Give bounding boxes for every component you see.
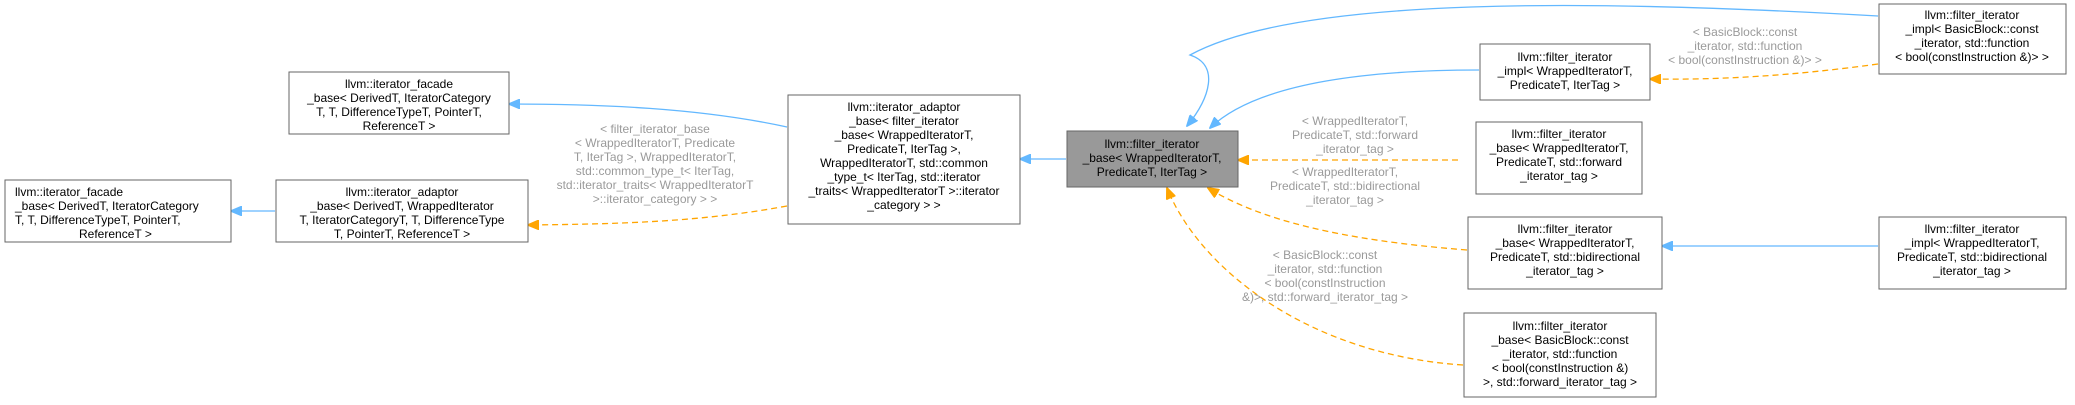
node-iterator-adaptor-base-left[interactable]: llvm::iterator_adaptor _base< DerivedT, … [275, 179, 529, 243]
edge-label-base-fwd-tmpl: < WrappedIteratorT, PredicateT, std::for… [1292, 114, 1418, 156]
svg-text:>::iterator_category > >: >::iterator_category > > [593, 192, 717, 206]
svg-text:T, T, DifferenceTypeT, Pointer: T, T, DifferenceTypeT, PointerT, [15, 213, 181, 227]
node-iterator-adaptor-base-mid[interactable]: llvm::iterator_adaptor _base< filter_ite… [787, 94, 1021, 225]
svg-text:>, std::forward_iterator_tag >: >, std::forward_iterator_tag > [1483, 375, 1637, 389]
svg-text:WrappedIteratorT, std::common: WrappedIteratorT, std::common [820, 156, 988, 170]
svg-text:< WrappedIteratorT,: < WrappedIteratorT, [1292, 165, 1398, 179]
svg-text:_base< WrappedIteratorT,: _base< WrappedIteratorT, [1489, 141, 1629, 155]
svg-text:llvm::iterator_adaptor: llvm::iterator_adaptor [848, 100, 961, 114]
svg-text:llvm::filter_iterator: llvm::filter_iterator [1518, 50, 1613, 64]
svg-text:< bool(constInstruction: < bool(constInstruction [1264, 276, 1385, 290]
svg-text:_iterator_tag >: _iterator_tag > [1932, 264, 2011, 278]
svg-text:_iterator, std::function: _iterator, std::function [1502, 347, 1618, 361]
svg-text:_category > >: _category > > [866, 198, 940, 212]
svg-text:ReferenceT >: ReferenceT > [79, 227, 152, 241]
svg-text:< filter_iterator_base: < filter_iterator_base [600, 122, 710, 136]
svg-text:llvm::filter_iterator: llvm::filter_iterator [1512, 127, 1607, 141]
svg-text:_base< DerivedT, IteratorCateg: _base< DerivedT, IteratorCategory [306, 91, 491, 105]
edge-label-base-bidi-tmpl: < WrappedIteratorT, PredicateT, std::bid… [1270, 165, 1420, 207]
svg-text:_iterator, std::function: _iterator, std::function [1914, 36, 2030, 50]
node-filter-iterator-base-bidirectional[interactable]: llvm::filter_iterator _base< WrappedIter… [1467, 216, 1663, 290]
svg-text:< bool(constInstruction &)> >: < bool(constInstruction &)> > [1668, 53, 1822, 67]
svg-text:PredicateT, IterTag >: PredicateT, IterTag > [1097, 165, 1207, 179]
svg-text:< WrappedIteratorT,: < WrappedIteratorT, [1302, 114, 1408, 128]
edge-impl-bb-to-impl-mid [1650, 63, 1879, 79]
edge-label-adaptor-left-tmpl: < filter_iterator_base < WrappedIterator… [557, 122, 755, 206]
svg-text:_type_t< IterTag, std::iterato: _type_t< IterTag, std::iterator [826, 170, 980, 184]
node-filter-iterator-impl-basicblock[interactable]: llvm::filter_iterator _impl< BasicBlock:… [1878, 3, 2067, 75]
svg-text:_impl< WrappedIteratorT,: _impl< WrappedIteratorT, [1497, 64, 1633, 78]
svg-text:_impl< WrappedIteratorT,: _impl< WrappedIteratorT, [1904, 236, 2040, 250]
edge-label-base-bb-tmpl: < BasicBlock::const _iterator, std::func… [1242, 248, 1408, 304]
node-filter-iterator-base-forward[interactable]: llvm::filter_iterator _base< WrappedIter… [1475, 121, 1643, 195]
svg-text:T, IterTag >, WrappedIteratorT: T, IterTag >, WrappedIteratorT, [574, 150, 736, 164]
svg-text:T, PointerT, ReferenceT >: T, PointerT, ReferenceT > [334, 227, 470, 241]
svg-text:&)>, std::forward_iterator_tag: &)>, std::forward_iterator_tag > [1242, 290, 1408, 304]
svg-text:_iterator, std::function: _iterator, std::function [1687, 39, 1803, 53]
svg-text:< WrappedIteratorT, Predicate: < WrappedIteratorT, Predicate [575, 136, 736, 150]
svg-text:_base< DerivedT, WrappedIterat: _base< DerivedT, WrappedIterator [309, 199, 494, 213]
svg-text:_base< WrappedIteratorT,: _base< WrappedIteratorT, [834, 128, 974, 142]
svg-text:_base< BasicBlock::const: _base< BasicBlock::const [1490, 333, 1629, 347]
edge-impl-mid-to-focus [1210, 69, 1480, 128]
svg-text:_iterator, std::function: _iterator, std::function [1267, 262, 1383, 276]
svg-text:llvm::iterator_facade: llvm::iterator_facade [15, 185, 123, 199]
node-filter-iterator-base-focus[interactable]: llvm::filter_iterator _base< WrappedIter… [1066, 130, 1239, 188]
svg-text:_base< WrappedIteratorT,: _base< WrappedIteratorT, [1082, 151, 1222, 165]
svg-text:_base< filter_iterator: _base< filter_iterator [848, 114, 959, 128]
svg-text:PredicateT, std::forward: PredicateT, std::forward [1496, 155, 1622, 169]
svg-text:< bool(constInstruction &): < bool(constInstruction &) [1492, 361, 1628, 375]
svg-text:llvm::filter_iterator: llvm::filter_iterator [1925, 222, 2020, 236]
node-iterator-facade-base-mid[interactable]: llvm::iterator_facade _base< DerivedT, I… [288, 71, 510, 135]
svg-text:< bool(constInstruction &)> >: < bool(constInstruction &)> > [1895, 50, 2049, 64]
svg-text:std::common_type_t< IterTag,: std::common_type_t< IterTag, [576, 164, 734, 178]
edge-base-bb-to-focus [1167, 188, 1464, 366]
svg-text:std::iterator_traits< WrappedI: std::iterator_traits< WrappedIteratorT [557, 178, 755, 192]
node-iterator-facade-base-left[interactable]: llvm::iterator_facade _base< DerivedT, I… [4, 179, 232, 243]
svg-text:_iterator_tag >: _iterator_tag > [1519, 169, 1598, 183]
svg-text:llvm::filter_iterator: llvm::filter_iterator [1925, 8, 2020, 22]
svg-text:_traits< WrappedIteratorT >::i: _traits< WrappedIteratorT >::iterator [808, 184, 1000, 198]
edge-adaptor-mid-to-adaptor-left [528, 205, 788, 225]
svg-text:_impl< BasicBlock::const: _impl< BasicBlock::const [1904, 22, 2039, 36]
svg-text:PredicateT, IterTag >: PredicateT, IterTag > [1510, 78, 1620, 92]
svg-text:llvm::iterator_facade: llvm::iterator_facade [345, 77, 453, 91]
svg-text:llvm::filter_iterator: llvm::filter_iterator [1513, 319, 1608, 333]
svg-text:PredicateT, IterTag >,: PredicateT, IterTag >, [847, 142, 961, 156]
svg-text:PredicateT, std::bidirectional: PredicateT, std::bidirectional [1270, 179, 1420, 193]
edge-adaptor-mid-to-facade-mid [509, 104, 788, 128]
svg-text:llvm::filter_iterator: llvm::filter_iterator [1105, 137, 1200, 151]
edge-base-bidi-to-focus [1208, 188, 1468, 251]
svg-text:T, IteratorCategoryT, T, Diffe: T, IteratorCategoryT, T, DifferenceType [300, 213, 505, 227]
edge-impl-bb-to-focus [1187, 4, 1879, 126]
svg-text:PredicateT, std::bidirectional: PredicateT, std::bidirectional [1490, 250, 1640, 264]
edge-label-impl-bb-tmpl: < BasicBlock::const _iterator, std::func… [1668, 25, 1822, 67]
svg-text:_iterator_tag >: _iterator_tag > [1525, 264, 1604, 278]
svg-text:_base< DerivedT, IteratorCateg: _base< DerivedT, IteratorCategory [14, 199, 199, 213]
svg-text:PredicateT, std::forward: PredicateT, std::forward [1292, 128, 1418, 142]
node-filter-iterator-base-basicblock[interactable]: llvm::filter_iterator _base< BasicBlock:… [1463, 312, 1657, 398]
svg-text:_base< WrappedIteratorT,: _base< WrappedIteratorT, [1495, 236, 1635, 250]
node-filter-iterator-impl-mid[interactable]: llvm::filter_iterator _impl< WrappedIter… [1479, 43, 1651, 101]
node-filter-iterator-impl-bidirectional[interactable]: llvm::filter_iterator _impl< WrappedIter… [1878, 216, 2067, 290]
svg-text:PredicateT, std::bidirectional: PredicateT, std::bidirectional [1897, 250, 2047, 264]
svg-text:_iterator_tag >: _iterator_tag > [1315, 142, 1394, 156]
svg-text:< BasicBlock::const: < BasicBlock::const [1693, 25, 1798, 39]
svg-text:< BasicBlock::const: < BasicBlock::const [1273, 248, 1378, 262]
svg-text:ReferenceT >: ReferenceT > [363, 119, 436, 133]
svg-text:T, T, DifferenceTypeT, Pointer: T, T, DifferenceTypeT, PointerT, [316, 105, 482, 119]
svg-text:llvm::iterator_adaptor: llvm::iterator_adaptor [346, 185, 459, 199]
svg-text:_iterator_tag >: _iterator_tag > [1305, 193, 1384, 207]
svg-text:llvm::filter_iterator: llvm::filter_iterator [1518, 222, 1613, 236]
